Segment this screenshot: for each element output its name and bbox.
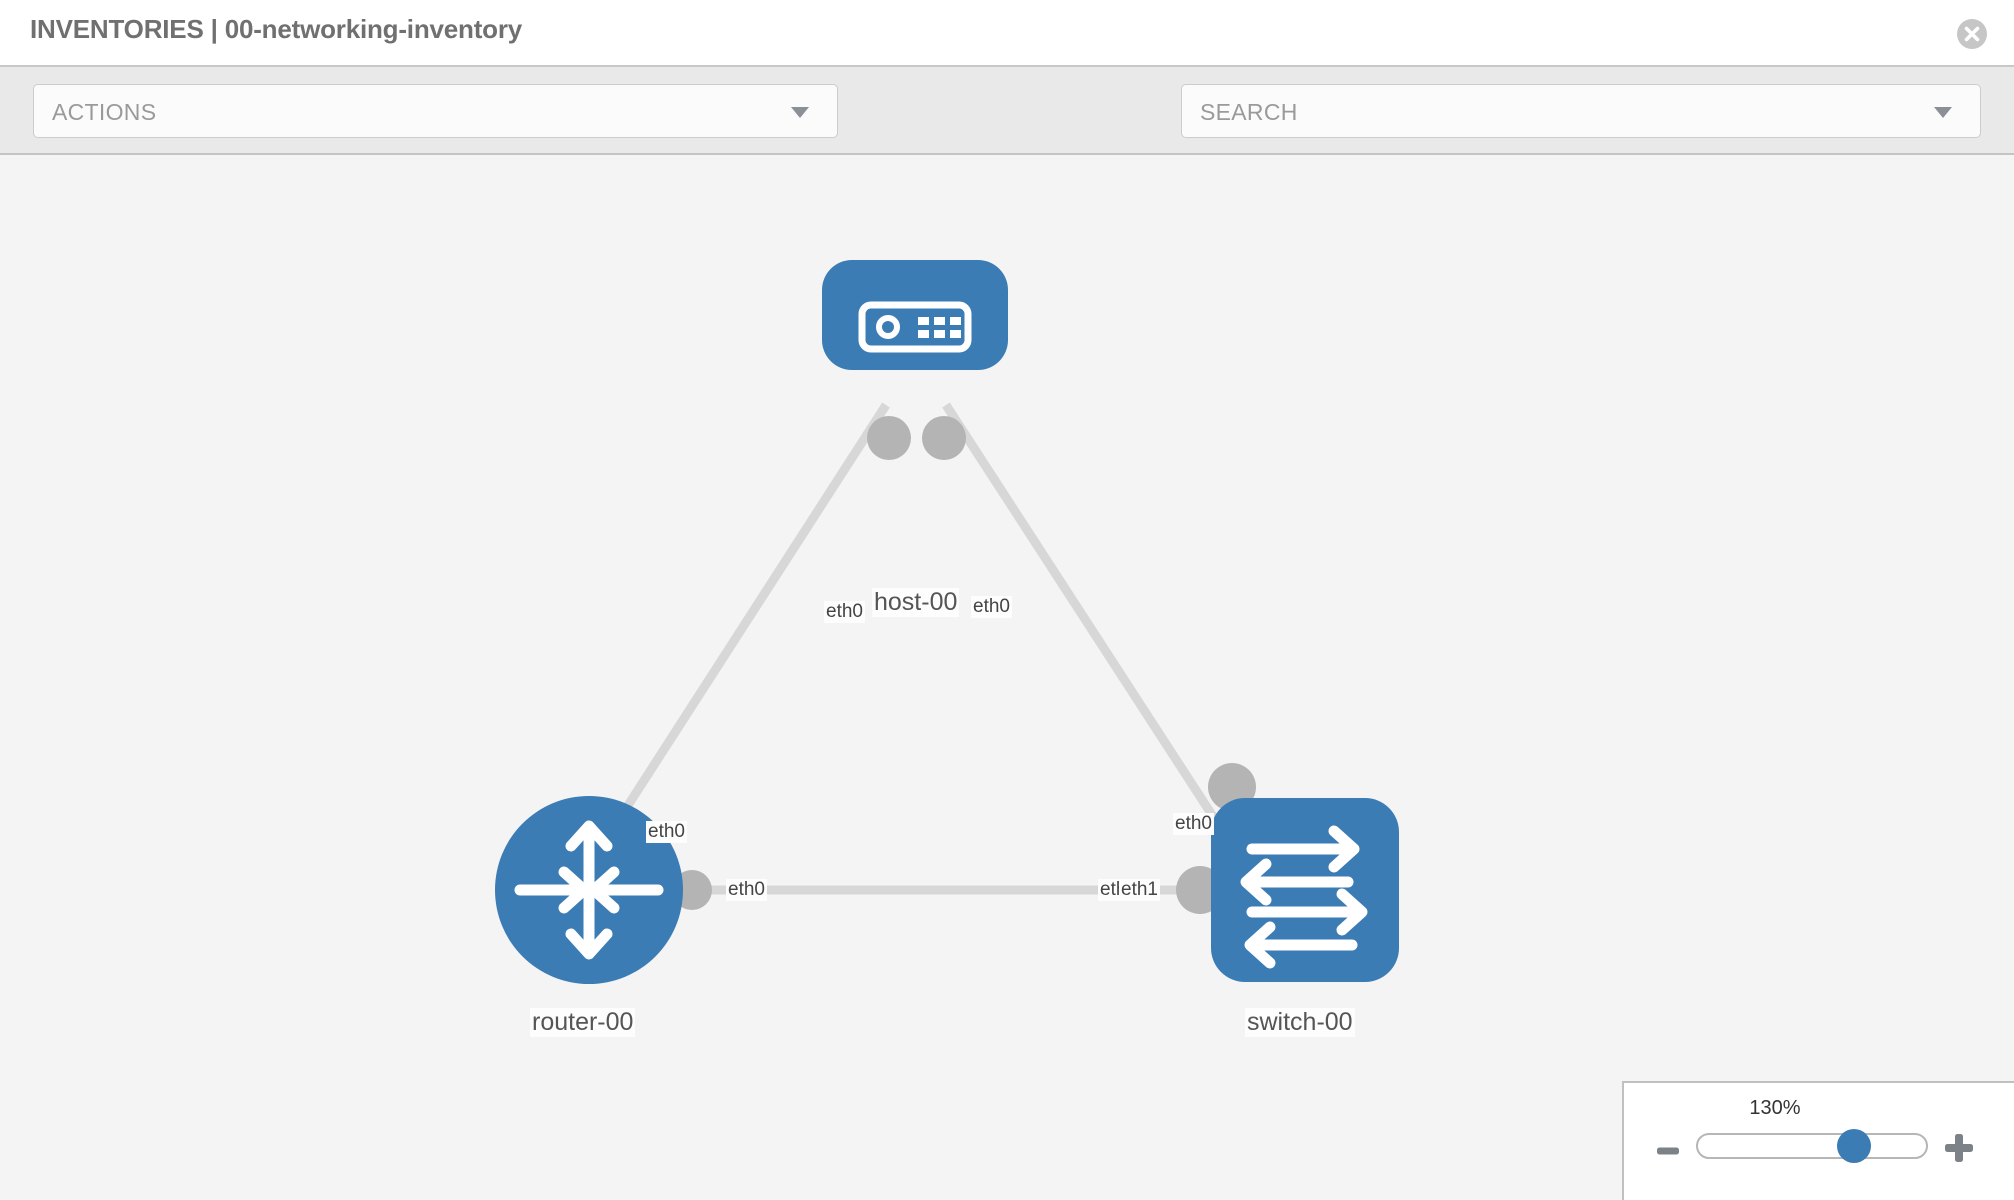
- close-icon[interactable]: [1957, 19, 1987, 49]
- toolbar: ACTIONS SEARCH: [0, 67, 2014, 193]
- port-host-right: [922, 416, 966, 460]
- router-arrows-icon: [514, 820, 664, 960]
- iface-label: eth0: [824, 601, 865, 623]
- zoom-level-label: 130%: [1749, 1097, 1801, 1119]
- actions-dropdown-label: ACTIONS: [52, 99, 157, 125]
- chevron-down-icon[interactable]: [1934, 107, 1952, 118]
- minus-icon[interactable]: [1656, 1139, 1680, 1163]
- iface-label: eth0: [726, 879, 767, 901]
- app-header: INVENTORIES | 00-networking-inventory: [0, 0, 2014, 67]
- chevron-down-icon: [791, 107, 809, 118]
- iface-label: eth0: [971, 596, 1012, 618]
- port-host-left: [867, 416, 911, 460]
- node-router-00[interactable]: [495, 796, 683, 984]
- server-icon: [858, 301, 972, 353]
- node-switch-00[interactable]: [1211, 798, 1399, 982]
- node-label-host: host-00: [872, 588, 960, 617]
- zoom-control-panel: 130%: [1622, 1081, 2014, 1200]
- switch-arrows-icon: [1240, 825, 1368, 969]
- link-host-router: [592, 402, 890, 858]
- zoom-slider-track[interactable]: [1696, 1133, 1928, 1159]
- node-label-switch: switch-00: [1245, 1008, 1355, 1037]
- actions-dropdown[interactable]: ACTIONS: [33, 84, 838, 138]
- iface-label: eth0: [646, 821, 687, 843]
- topology-graph: [495, 260, 1399, 984]
- topology-ports: [672, 416, 1256, 914]
- iface-label: eth1: [1119, 879, 1160, 901]
- topology-links: [592, 402, 1242, 895]
- iface-label: eth0: [1173, 813, 1214, 835]
- search-placeholder: SEARCH: [1200, 99, 1298, 125]
- plus-icon[interactable]: [1944, 1133, 1974, 1163]
- node-host-00[interactable]: [822, 260, 1008, 370]
- zoom-slider-thumb[interactable]: [1837, 1129, 1871, 1163]
- search-input[interactable]: SEARCH: [1181, 84, 1981, 138]
- topology-canvas[interactable]: eth0 eth0 eth0 eth0 eth0 eth0 eth1 host-…: [0, 155, 2014, 1200]
- node-label-router: router-00: [530, 1008, 636, 1037]
- page-title: INVENTORIES | 00-networking-inventory: [30, 14, 523, 44]
- link-host-switch: [942, 402, 1242, 858]
